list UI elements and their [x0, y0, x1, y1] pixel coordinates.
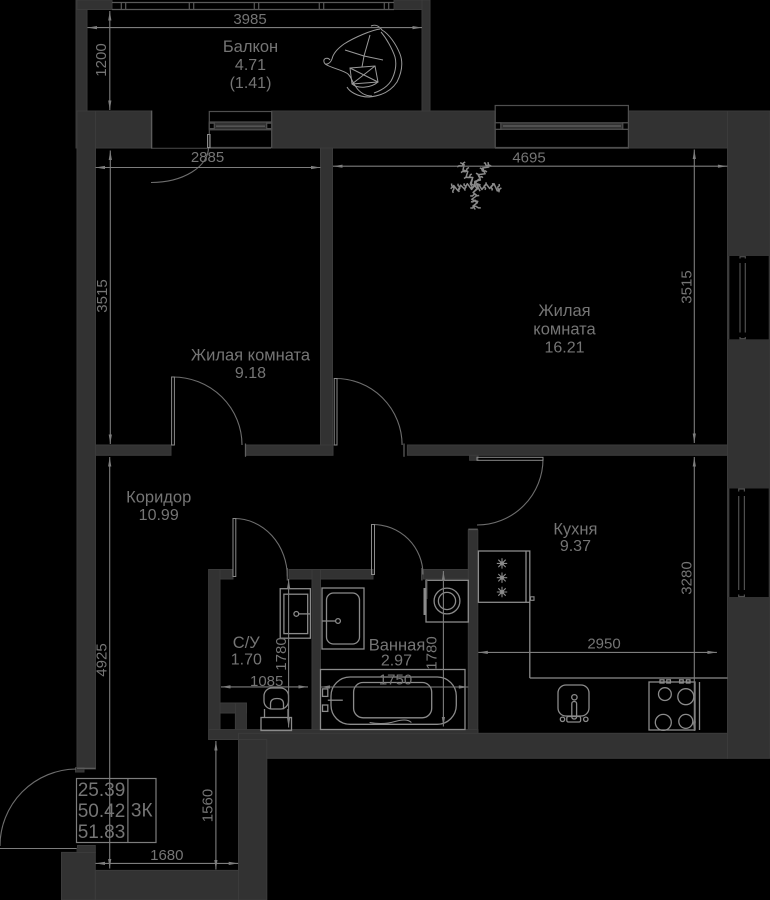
svg-text:1200: 1200 [93, 43, 110, 76]
svg-text:3280: 3280 [679, 561, 696, 594]
svg-text:2885: 2885 [191, 149, 224, 166]
svg-text:4695: 4695 [512, 150, 545, 167]
svg-text:Коридор: Коридор [126, 489, 191, 507]
svg-text:50.42: 50.42 [78, 801, 126, 822]
svg-text:4.71: 4.71 [235, 57, 266, 74]
svg-text:1680: 1680 [150, 847, 183, 864]
svg-text:3515: 3515 [94, 279, 111, 312]
svg-text:Кухня: Кухня [553, 521, 597, 539]
svg-text:1085: 1085 [250, 673, 283, 690]
svg-text:16.21: 16.21 [544, 340, 584, 357]
svg-text:Балкон: Балкон [223, 38, 278, 56]
svg-text:Жилая комната: Жилая комната [191, 347, 311, 365]
svg-text:4925: 4925 [94, 643, 111, 676]
svg-text:9.18: 9.18 [235, 365, 266, 382]
svg-text:1750: 1750 [379, 672, 412, 689]
svg-text:3985: 3985 [233, 11, 266, 28]
svg-text:комната: комната [533, 321, 596, 339]
svg-text:1780: 1780 [273, 637, 290, 670]
svg-text:Жилая: Жилая [538, 302, 590, 320]
svg-text:С/У: С/У [233, 634, 261, 652]
svg-text:3515: 3515 [679, 270, 696, 303]
svg-text:Ванная: Ванная [369, 637, 426, 655]
svg-text:25.39: 25.39 [78, 780, 126, 801]
svg-text:9.37: 9.37 [560, 538, 591, 555]
svg-text:2950: 2950 [587, 636, 620, 653]
svg-text:2.97: 2.97 [381, 653, 412, 670]
svg-text:1780: 1780 [424, 636, 441, 669]
svg-text:51.83: 51.83 [78, 822, 126, 843]
svg-text:(1.41): (1.41) [230, 75, 272, 92]
svg-text:3К: 3К [131, 801, 153, 822]
svg-text:10.99: 10.99 [139, 507, 179, 524]
svg-text:1560: 1560 [200, 789, 217, 822]
svg-text:1.70: 1.70 [231, 652, 262, 669]
